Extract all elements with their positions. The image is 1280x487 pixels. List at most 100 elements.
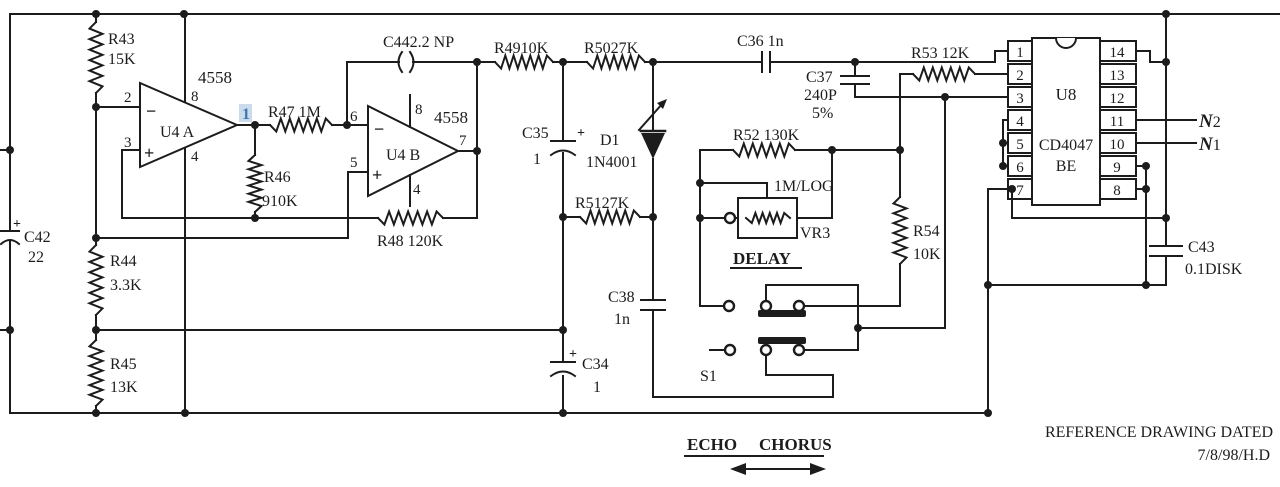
junction-dot — [251, 121, 259, 129]
junction-dot — [92, 10, 100, 18]
u8-pin-box-left-1 — [1007, 63, 1033, 85]
s1-pole2-lever-contact — [723, 343, 737, 357]
resistor-r48 — [376, 208, 445, 228]
outputs: N2 N1 — [1198, 111, 1221, 155]
resistor-r46 — [245, 153, 265, 214]
c38-value: 1n — [614, 311, 630, 328]
mode-caption: ECHO CHORUS — [684, 435, 832, 475]
junction-dot — [343, 121, 351, 129]
divider-column: R43 15K R44 3.3K R45 13K — [86, 13, 142, 414]
vr3-name: VR3 — [800, 225, 830, 242]
c36-label: C36 1n — [737, 33, 784, 50]
junction-dots — [6, 10, 1170, 417]
junction-dot — [1142, 162, 1150, 170]
junction-dot — [473, 58, 481, 66]
c37-value: 240P — [804, 87, 837, 104]
r54-value: 10K — [913, 246, 941, 263]
footer-line1: REFERENCE DRAWING DATED — [1045, 424, 1273, 441]
s1-pole2-contact-mid — [759, 343, 773, 357]
u4a-plus-sign: + — [144, 143, 154, 163]
junction-dot — [999, 162, 1007, 170]
junction-dot — [828, 146, 836, 154]
output-n1-label: N1 — [1198, 134, 1221, 155]
resistor-r53 — [911, 64, 977, 84]
u4a-part-number: 4558 — [198, 68, 232, 87]
junction-dot — [180, 10, 188, 18]
r44-value: 3.3K — [110, 277, 142, 294]
u8-pin-number-right-2: 12 — [1110, 91, 1125, 107]
top-signal-chain: C442.2 NP R4910K R5027K C36 1n — [346, 33, 1009, 219]
c42-value: 22 — [28, 249, 44, 266]
u4b-triangle — [367, 104, 461, 198]
r51-label: R5127K — [575, 195, 630, 212]
u8-pin-number-left-1: 2 — [1016, 68, 1024, 84]
c34-name: C34 — [582, 356, 609, 373]
u4b-plus-sign: + — [372, 165, 382, 185]
n2-symbol: N — [1198, 111, 1214, 132]
chorus-label: CHORUS — [759, 435, 832, 454]
c35-plate-bottom — [549, 149, 577, 157]
vr3-wiper-wire — [699, 182, 768, 203]
echo-label: ECHO — [687, 435, 737, 454]
u8-name: U8 — [1056, 85, 1077, 104]
junction-dot — [941, 93, 949, 101]
d1-name: D1 — [600, 132, 620, 149]
c42-plus-sign: + — [13, 217, 21, 232]
u8-pin-number-right-3: 11 — [1110, 114, 1124, 130]
u4b-pin6-label: 6 — [350, 109, 358, 125]
u8-pin-number-left-2: 3 — [1016, 91, 1024, 107]
c43-plates — [1149, 245, 1183, 257]
u8-pin-number-right-6: 8 — [1113, 183, 1121, 199]
junction-dot — [559, 409, 567, 417]
diode-d1: D1 1N4001 — [586, 61, 667, 218]
c34-plus-sign: + — [569, 347, 577, 362]
c42-plate-bottom — [0, 239, 21, 246]
r49-label: R4910K — [494, 40, 549, 57]
c35-value: 1 — [533, 151, 541, 168]
r48-label: R48 120K — [377, 233, 444, 250]
capacitor-c38-group: C38 1n — [608, 216, 834, 398]
r44-name: R44 — [110, 253, 137, 270]
r43-name: R43 — [108, 31, 135, 48]
junction-dot — [696, 179, 704, 187]
u4a-pin3-label: 3 — [124, 135, 132, 151]
junction-dot — [984, 409, 992, 417]
junction-dot — [854, 324, 862, 332]
u8-pin-number-right-0: 14 — [1110, 45, 1126, 61]
c44-label: C442.2 NP — [383, 34, 454, 51]
u8-pin-number-left-6: 7 — [1016, 183, 1024, 199]
r46-value: 910K — [262, 193, 298, 210]
switch-s1: S1 — [700, 299, 806, 385]
s1-pole1-slider-bar — [758, 310, 806, 317]
footer-line2: 7/8/98/H.D — [1198, 447, 1270, 464]
u4a-name: U4 A — [160, 124, 195, 141]
capacitor-c36-plates — [761, 51, 771, 73]
n1-number: 1 — [1213, 137, 1221, 154]
resistor-r50 — [585, 52, 647, 72]
r53-r54-group: R53 12K R54 10K — [803, 45, 1009, 307]
junction-dot — [984, 281, 992, 289]
n1-symbol: N — [1198, 134, 1214, 155]
u8-pin14-wire — [1135, 50, 1167, 63]
u8-body — [1031, 37, 1101, 206]
c34-value: 1 — [593, 379, 601, 396]
u4b-pin5-return-wire — [95, 171, 369, 239]
c35-plus-sign: + — [577, 126, 585, 141]
vr3-value: 1M/LOG — [774, 178, 834, 195]
r54-name: R54 — [913, 223, 940, 240]
junction-dot — [649, 58, 657, 66]
mode-arrow-head-left — [730, 463, 746, 475]
junction-dot — [649, 213, 657, 221]
opamp-u4a: − + U4 A 4558 2 3 8 4 1 — [95, 13, 369, 414]
s1-label: S1 — [700, 368, 717, 385]
s1-pole2-contact-right — [792, 343, 806, 357]
r46-name: R46 — [264, 169, 291, 186]
u4b-pin7-label: 7 — [459, 133, 467, 149]
junction-dot — [1162, 58, 1170, 66]
r45-value: 13K — [110, 379, 138, 396]
u8-pin-number-left-0: 1 — [1016, 45, 1024, 61]
u8-pin7-wires — [987, 188, 1167, 414]
junction-dot — [92, 409, 100, 417]
